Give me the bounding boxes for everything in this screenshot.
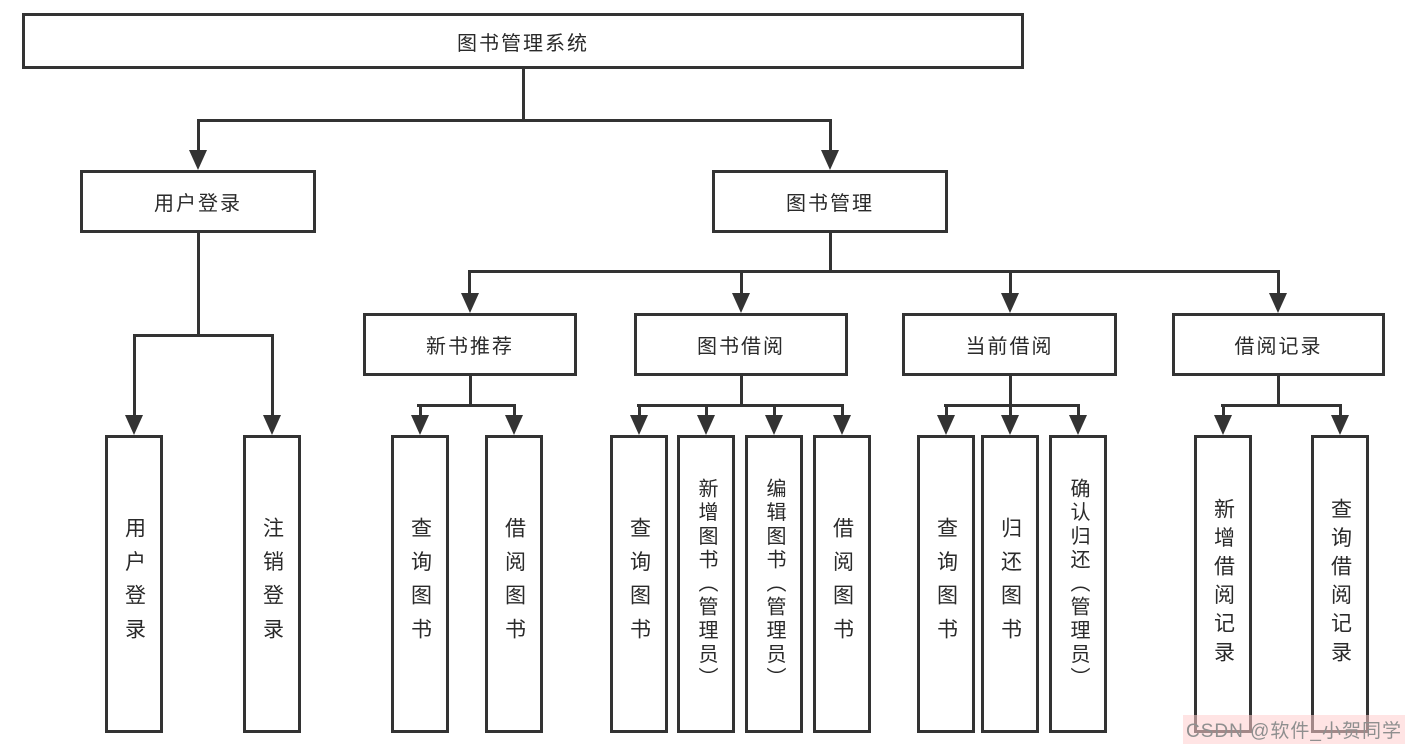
arrowhead-down-icon: [461, 293, 479, 313]
node-borrow-books-borrowing: 借阅图书: [813, 435, 871, 733]
node-query-books-current: 查询图书: [917, 435, 975, 733]
node-label: 注销登录: [260, 516, 284, 652]
node-label: 查询图书: [627, 516, 651, 652]
arrowhead-down-icon: [1331, 415, 1349, 435]
node-borrowing-records: 借阅记录: [1172, 313, 1385, 376]
connector-line: [133, 334, 136, 417]
node-add-books-admin: 新增图书（管理员）: [677, 435, 735, 733]
arrowhead-down-icon: [125, 415, 143, 435]
node-label: 归还图书: [998, 516, 1022, 652]
node-label: 查询图书: [408, 516, 432, 652]
connector-line: [1277, 270, 1280, 295]
node-user-login: 用户登录: [80, 170, 316, 233]
connector-line: [1009, 404, 1012, 417]
node-add-borrow-record: 新增借阅记录: [1194, 435, 1252, 733]
node-confirm-return-admin: 确认归还（管理员）: [1049, 435, 1107, 733]
connector-line: [468, 270, 471, 295]
connector-line: [133, 334, 274, 337]
node-label: 确认归还（管理员）: [1067, 477, 1089, 691]
connector-line: [271, 334, 274, 417]
connector-line: [197, 232, 200, 337]
connector-line: [468, 270, 1280, 273]
node-library-management-system: 图书管理系统: [22, 13, 1024, 69]
node-logout-leaf: 注销登录: [243, 435, 301, 733]
connector-line: [1339, 404, 1342, 417]
node-label: 用户登录: [122, 516, 146, 652]
arrowhead-down-icon: [1001, 415, 1019, 435]
node-new-book-recommendation: 新书推荐: [363, 313, 577, 376]
arrowhead-down-icon: [697, 415, 715, 435]
node-label: 图书管理系统: [457, 32, 589, 55]
connector-line: [773, 404, 776, 417]
connector-line: [1221, 404, 1342, 407]
node-label: 用户登录: [154, 193, 242, 215]
node-book-borrowing: 图书借阅: [634, 313, 848, 376]
arrowhead-down-icon: [263, 415, 281, 435]
node-label: 查询图书: [934, 516, 958, 652]
connector-line: [1277, 375, 1280, 406]
connector-line: [945, 404, 948, 417]
connector-line: [1222, 404, 1225, 417]
connector-line: [1009, 375, 1012, 406]
node-label: 查询借阅记录: [1328, 498, 1352, 670]
node-edit-books-admin: 编辑图书（管理员）: [745, 435, 803, 733]
connector-line: [829, 232, 832, 273]
connector-line: [829, 119, 832, 152]
arrowhead-down-icon: [505, 415, 523, 435]
connector-line: [638, 404, 641, 417]
node-borrow-books-recommend: 借阅图书: [485, 435, 543, 733]
csdn-watermark: CSDN @软件_小贺同学: [1183, 715, 1405, 744]
connector-line: [197, 119, 832, 122]
node-label: 新增借阅记录: [1211, 498, 1235, 670]
arrowhead-down-icon: [821, 150, 839, 170]
node-label: 编辑图书（管理员）: [763, 477, 785, 691]
node-user-login-leaf: 用户登录: [105, 435, 163, 733]
node-current-borrowing: 当前借阅: [902, 313, 1117, 376]
arrowhead-down-icon: [189, 150, 207, 170]
arrowhead-down-icon: [1269, 293, 1287, 313]
connector-line: [705, 404, 708, 417]
arrowhead-down-icon: [765, 415, 783, 435]
node-query-borrow-record: 查询借阅记录: [1311, 435, 1369, 733]
connector-line: [944, 404, 1080, 407]
connector-line: [469, 375, 472, 406]
arrowhead-down-icon: [411, 415, 429, 435]
node-query-books-borrowing: 查询图书: [610, 435, 668, 733]
connector-line: [417, 404, 515, 407]
node-label: 当前借阅: [965, 336, 1054, 358]
arrowhead-down-icon: [937, 415, 955, 435]
connector-line: [841, 404, 844, 417]
connector-line: [637, 404, 843, 407]
arrowhead-down-icon: [1069, 415, 1087, 435]
connector-line: [740, 270, 743, 295]
node-label: 借阅记录: [1234, 336, 1323, 358]
node-label: 借阅图书: [830, 516, 854, 652]
connector-line: [419, 404, 422, 417]
connector-line: [513, 404, 516, 417]
node-label: 新增图书（管理员）: [695, 477, 717, 691]
connector-line: [740, 375, 743, 406]
arrowhead-down-icon: [630, 415, 648, 435]
connector-line: [197, 119, 200, 152]
connector-line: [1077, 404, 1080, 417]
arrowhead-down-icon: [732, 293, 750, 313]
node-label: 图书管理: [786, 193, 874, 215]
node-label: 图书借阅: [697, 336, 785, 358]
arrowhead-down-icon: [1214, 415, 1232, 435]
node-label: 借阅图书: [502, 516, 526, 652]
node-query-books-recommend: 查询图书: [391, 435, 449, 733]
connector-line: [1009, 270, 1012, 295]
connector-line: [522, 68, 525, 122]
node-label: 新书推荐: [426, 336, 514, 358]
node-book-management: 图书管理: [712, 170, 948, 233]
node-return-books: 归还图书: [981, 435, 1039, 733]
arrowhead-down-icon: [833, 415, 851, 435]
arrowhead-down-icon: [1001, 293, 1019, 313]
